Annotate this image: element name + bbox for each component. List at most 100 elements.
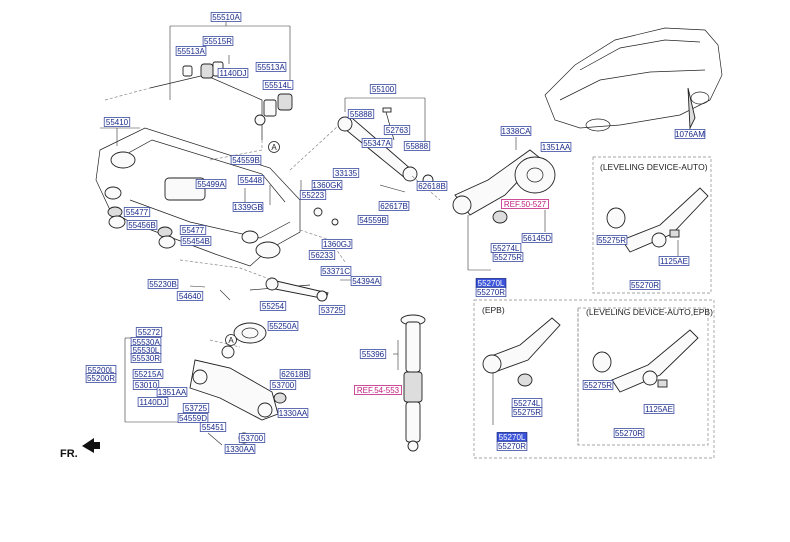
part-label-55270R-1[interactable]: 55270R: [629, 280, 661, 291]
part-label-55477-2[interactable]: 55477: [179, 225, 207, 236]
part-label-55513A-1[interactable]: 55513A: [175, 46, 207, 57]
part-label-55888-1-text: 55888: [350, 110, 373, 119]
part-label-56145D[interactable]: 56145D: [521, 233, 553, 244]
part-label-53371C[interactable]: 53371C: [320, 266, 352, 277]
part-label-1351AA-r[interactable]: 1351AA: [540, 142, 572, 153]
part-label-55513A-2[interactable]: 55513A: [255, 62, 287, 73]
part-label-55275R-2-text: 55275R: [598, 236, 626, 245]
part-label-54559D-text: 54559D: [179, 414, 207, 423]
part-label-1351AA[interactable]: 1351AA: [156, 387, 188, 398]
ref-label-ref-50-527[interactable]: REF.50-527: [501, 199, 549, 210]
part-label-55272[interactable]: 55272: [135, 327, 163, 338]
part-label-53725-2[interactable]: 53725: [182, 403, 210, 414]
part-label-55223[interactable]: 55223: [299, 190, 327, 201]
part-label-55410[interactable]: 55410: [103, 117, 131, 128]
part-label-55270R-2[interactable]: 55270R: [613, 428, 645, 439]
part-label-56233-text: 56233: [311, 251, 334, 260]
part-label-55200R[interactable]: 55200R: [85, 373, 117, 384]
part-label-33135[interactable]: 33135: [332, 168, 360, 179]
front-arrow-icon: [82, 438, 100, 453]
part-label-62617B[interactable]: 62617B: [378, 201, 410, 212]
part-label-55275R-3[interactable]: 55275R: [511, 407, 543, 418]
part-label-55888-2[interactable]: 55888: [403, 141, 431, 152]
part-label-54559B-1[interactable]: 54559B: [230, 155, 262, 166]
part-label-55254[interactable]: 55254: [259, 301, 287, 312]
part-label-55456B[interactable]: 55456B: [126, 220, 158, 231]
part-label-56233[interactable]: 56233: [308, 250, 336, 261]
part-label-55347A[interactable]: 55347A: [361, 138, 393, 149]
part-label-55499A-text: 55499A: [197, 180, 225, 189]
part-label-55275R-1[interactable]: 55275R: [492, 252, 524, 263]
part-label-1339GB-text: 1339GB: [233, 203, 262, 212]
part-label-55200R-text: 55200R: [87, 374, 115, 383]
part-label-55275R-3-text: 55275R: [513, 408, 541, 417]
part-label-54394A[interactable]: 54394A: [350, 276, 382, 287]
part-label-55274L-2-text: 55274L: [514, 399, 541, 408]
part-label-62617B-text: 62617B: [380, 202, 408, 211]
part-label-1330AA-1[interactable]: 1330AA: [277, 408, 309, 419]
part-label-62618B-1[interactable]: 62618B: [416, 181, 448, 192]
part-label-1360GK-1-text: 1360GK: [312, 181, 342, 190]
part-label-1125AE-2[interactable]: 1125AE: [643, 404, 675, 415]
callout-markers: AA: [225, 141, 280, 346]
part-label-55514L[interactable]: 55514L: [262, 80, 294, 91]
part-label-54640[interactable]: 54640: [176, 291, 204, 302]
part-label-55275R-4[interactable]: 55275R: [582, 380, 614, 391]
part-label-1338CA[interactable]: 1338CA: [500, 126, 532, 137]
part-label-52763[interactable]: 52763: [383, 125, 411, 136]
part-label-1339GB[interactable]: 1339GB: [232, 202, 264, 213]
part-label-53700-2[interactable]: 53700: [238, 433, 266, 444]
part-label-53010-text: 53010: [135, 381, 158, 390]
part-label-62618B-2-text: 62618B: [281, 370, 309, 379]
part-label-55499A[interactable]: 55499A: [195, 179, 227, 190]
part-label-1140DJ-2[interactable]: 1140DJ: [137, 397, 169, 408]
part-label-55515R[interactable]: 55515R: [202, 36, 234, 47]
part-label-1125AE-1[interactable]: 1125AE: [658, 256, 690, 267]
part-label-1330AA-1-text: 1330AA: [279, 409, 308, 418]
part-label-53700-1[interactable]: 53700: [269, 380, 297, 391]
part-label-1330AA-2[interactable]: 1330AA: [224, 444, 256, 455]
part-label-55513A-2-text: 55513A: [257, 63, 285, 72]
part-label-55275R-1-text: 55275R: [494, 253, 522, 262]
part-label-54559D[interactable]: 54559D: [177, 413, 209, 424]
part-label-55448[interactable]: 55448: [237, 175, 265, 186]
ref-label-ref-54-553[interactable]: REF.54-553: [354, 385, 402, 396]
part-label-62618B-2[interactable]: 62618B: [279, 369, 311, 380]
part-label-1360GJ[interactable]: 1360GJ: [321, 239, 353, 250]
section-header-leveling-auto: (LEVELING DEVICE-AUTO): [600, 162, 708, 172]
part-label-55274L-1[interactable]: 55274L: [490, 243, 522, 254]
part-label-55477-1[interactable]: 55477: [123, 207, 151, 218]
part-label-55250A[interactable]: 55250A: [267, 321, 299, 332]
part-label-55515R-text: 55515R: [204, 37, 232, 46]
part-label-55274L-1-text: 55274L: [493, 244, 520, 253]
part-label-52763-text: 52763: [386, 126, 409, 135]
part-label-53725-1-text: 53725: [321, 306, 344, 315]
part-label-55510A[interactable]: 55510A: [210, 12, 242, 23]
part-label-55230B[interactable]: 55230B: [147, 279, 179, 290]
part-label-55275R-2[interactable]: 55275R: [596, 235, 628, 246]
section-header-epb: (EPB): [482, 305, 505, 315]
fr-label: FR.: [60, 448, 78, 460]
part-label-1360GK-1[interactable]: 1360GK: [311, 180, 342, 191]
part-label-1351AA-text: 1351AA: [158, 388, 187, 397]
highlighted-bottom-text: 55270R: [477, 288, 505, 297]
part-label-55215A[interactable]: 55215A: [132, 369, 164, 380]
part-label-1140DJ-1[interactable]: 1140DJ: [217, 68, 249, 79]
part-label-55888-1[interactable]: 55888: [347, 109, 375, 120]
part-label-55454B[interactable]: 55454B: [180, 236, 212, 247]
part-label-55451[interactable]: 55451: [199, 422, 227, 433]
part-label-55396[interactable]: 55396: [359, 349, 387, 360]
part-label-55530R[interactable]: 55530R: [130, 353, 162, 364]
crossmember-assembly: [95, 127, 301, 267]
part-label-53725-1[interactable]: 53725: [318, 305, 346, 316]
part-label-54559B-2[interactable]: 54559B: [357, 215, 389, 226]
part-label-53010[interactable]: 53010: [132, 380, 160, 391]
part-label-55274L-2[interactable]: 55274L: [511, 398, 543, 409]
part-label-1076AM[interactable]: 1076AM: [674, 129, 706, 140]
part-label-55100[interactable]: 55100: [369, 84, 397, 95]
marker-a-2: A: [225, 334, 237, 346]
